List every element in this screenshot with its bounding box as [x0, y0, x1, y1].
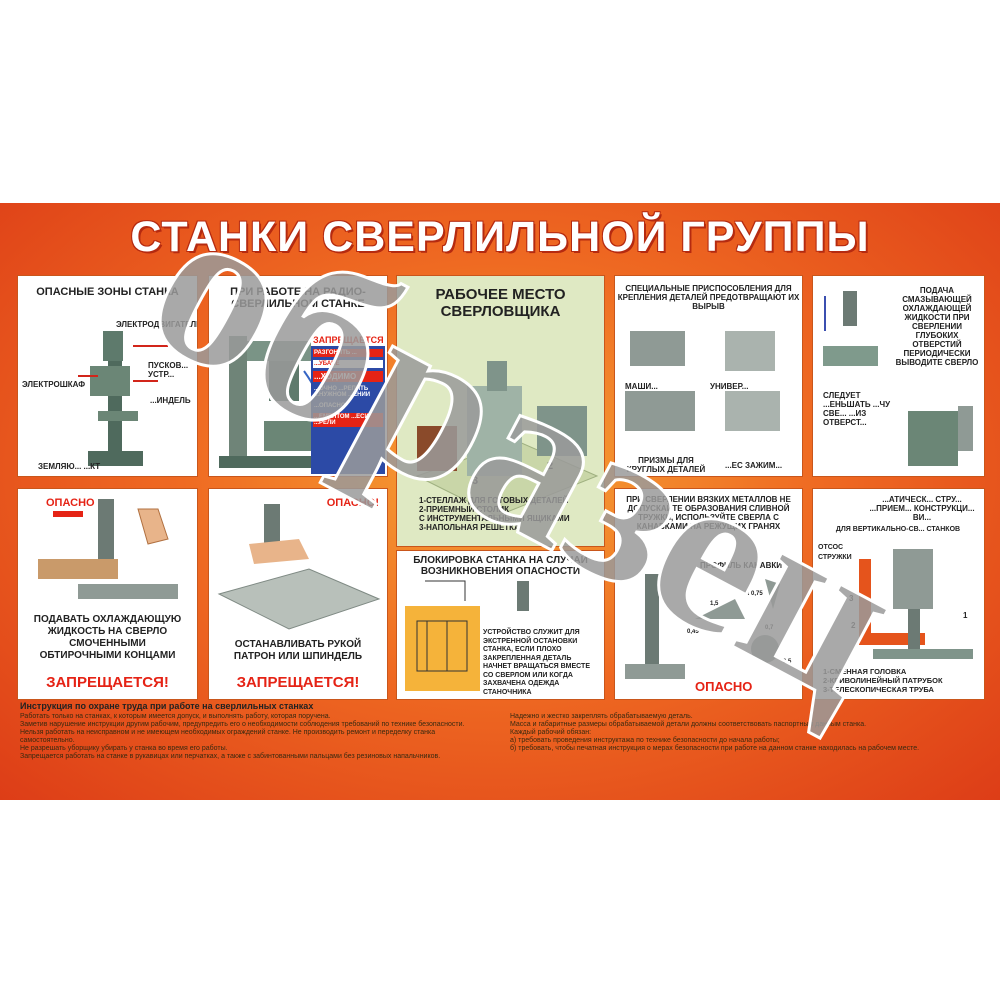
instruction-item: Заметив нарушение инструкции другим рабо… [20, 721, 465, 728]
instruction-item: б) требовать, чтобы печатная инструкция … [510, 745, 920, 752]
panel-title: СПЕЦИАЛЬНЫЕ ПРИСПОСОБЛЕНИЯ ДЛЯ КРЕПЛЕНИЯ… [617, 284, 800, 311]
workplace-legend: 1-СТЕЛЛАЖ ДЛЯ ГОТОВЫХ ДЕТАЛЕЙ 2-ПРИЕМНЫЙ… [419, 496, 570, 532]
panel-deep-holes: ПОДАЧА СМАЗЫВАЮЩЕЙ ОХЛАЖДАЮЩЕЙ ЖИДКОСТИ … [812, 275, 985, 477]
label: ...ЕС ЗАЖИМ... [725, 461, 783, 470]
legend-item: 1-СМЕННАЯ ГОЛОВКА [823, 667, 907, 676]
label: ПРИЗМЫ ДЛЯ КРУГЛЫХ ДЕТАЛЕЙ [626, 456, 706, 474]
instruction-item: Запрещается работать на станке в рукавиц… [20, 753, 441, 760]
danger-label: ОПАСНО! [326, 497, 379, 509]
deep-hole-illustration [823, 291, 973, 466]
drill-profile-illustration [625, 574, 780, 679]
panel-blocking: БЛОКИРОВКА СТАНКА НА СЛУЧАЙ ВОЗНИКНОВЕНИ… [396, 550, 605, 700]
dim-label: 1,5 [710, 601, 719, 607]
label: УНИВЕР... [710, 382, 749, 391]
tag: ...ОПАСНО [314, 403, 346, 409]
label-motor: ЭЛЕКТРОДВИГАТЕЛЬ [116, 320, 198, 329]
panel-chip-removal: ...АТИЧЕСК... СТРУ... ...ПРИЕМ... КОНСТР… [812, 488, 985, 700]
legend-item: 2-КРИВОЛИНЕЙНЫЙ ПАТРУБОК [823, 676, 943, 685]
panel-title: БЛОКИРОВКА СТАНКА НА СЛУЧАЙ ВОЗНИКНОВЕНИ… [413, 555, 588, 577]
viscous-text: ПРИ СВЕРЛЕНИИ ВЯЗКИХ МЕТАЛЛОВ НЕ ДОПУСКА… [626, 495, 791, 531]
panel-coolant: ОПАСНО ПОДАВАТЬ ОХЛАЖДАЮЩУЮ ЖИДКОСТЬ НА … [17, 488, 198, 700]
drill-press-illustration [78, 331, 168, 466]
otsos-label: ОТСОС СТРУЖКИ [818, 544, 852, 561]
number-label: 3 [849, 594, 854, 603]
instruction-item: Каждый рабочий обязан: [510, 729, 592, 736]
label: МАШИ... [625, 382, 658, 391]
panel-subtitle: ДЛЯ ВЕРТИКАЛЬНО-СВ... СТАНКОВ [835, 526, 961, 533]
panel-title: ОПАСНЫЕ ЗОНЫ СТАНКА [36, 286, 179, 298]
number-label: 2 [547, 460, 554, 472]
forbidden-box: ЗАПРЕЩАЕТСЯ РАЗГОНЯТЬ ... ...УБАВЕ ...ХО… [311, 334, 385, 474]
panel-workplace: РАБОЧЕЕ МЕСТО СВЕРЛОВЩИКА 3 2 1-СТЕЛЛАЖ … [396, 275, 605, 547]
blocking-text: УСТРОЙСТВО СЛУЖИТ ДЛЯ ЭКСТРЕННОЙ ОСТАНОВ… [483, 629, 590, 696]
panel-danger-zones: ОПАСНЫЕ ЗОНЫ СТАНКА ЭЛЕКТРОДВИГАТЕЛЬ ПУС… [17, 275, 198, 477]
dim-label: 0,45 [687, 629, 699, 635]
instruction-item: Надежно и жестко закреплять обрабатываем… [510, 713, 693, 720]
dim-label: R 0,75 [745, 591, 763, 597]
forbidden-label: ЗАПРЕЩАЕТСЯ! [46, 674, 169, 691]
label-spindle: ...ИНДЕЛЬ [150, 396, 191, 405]
number-label: 1 [963, 611, 968, 620]
stop-text: ОСТАНАВЛИВАТЬ РУКОЙ ПАТРОН ИЛИ ШПИНДЕЛЬ [233, 639, 363, 662]
poster-title: СТАНКИ СВЕРЛИЛЬНОЙ ГРУППЫ [130, 213, 870, 261]
chip-removal-illustration [859, 549, 973, 659]
legend-item: 3-ТЕЛЕСКОПИЧЕСКАЯ ТРУБА [823, 685, 934, 694]
tag: ...ОЧНО ...РЕПИТЬ ...НУЖНОМ ...ЕНИИ [314, 386, 371, 398]
forbidden-label: ЗАПРЕЩАЕТСЯ! [236, 674, 360, 691]
poster: СТАНКИ СВЕРЛИЛЬНОЙ ГРУППЫ ОПАСНЫЕ ЗОНЫ С… [0, 203, 1000, 800]
coolant-illustration [38, 499, 178, 599]
radial-drill-illustration [219, 336, 329, 468]
legend-item: 3-НАПОЛЬНАЯ РЕШЕТКА [419, 523, 520, 532]
circuit-illustration [405, 580, 529, 691]
legend-item: С ИНСТРУМЕНТАЛЬНЫМИ ЯЩИКАМИ [419, 514, 570, 523]
tag: ...УБАВЕ [313, 360, 383, 368]
deep-hole-text2: СЛЕДУЕТ ...ЕНЬШАТЬ ...ЧУ СВЕ... ...ИЗ ОТ… [823, 391, 891, 427]
instruction-item: Масса и габаритные размеры обрабатываемо… [510, 721, 867, 728]
panel-title: РАБОЧЕЕ МЕСТО СВЕРЛОВЩИКА [435, 286, 566, 320]
dim-label: 0,5 [783, 659, 792, 665]
instructions-right: Надежно и жестко закреплять обрабатываем… [510, 713, 980, 753]
panel-title: ПРИ РАБОТЕ НА РАДИО-СВЕРЛИЛЬНОМ СТАНКЕ [230, 286, 366, 310]
panel-fixtures: СПЕЦИАЛЬНЫЕ ПРИСПОСОБЛЕНИЯ ДЛЯ КРЕПЛЕНИЯ… [614, 275, 803, 477]
chips-legend: 1-СМЕННАЯ ГОЛОВКА 2-КРИВОЛИНЕЙНЫЙ ПАТРУБ… [823, 667, 943, 694]
coolant-text: ПОДАВАТЬ ОХЛАЖДАЮЩУЮ ЖИДКОСТЬ НА СВЕРЛО … [33, 614, 182, 661]
fixtures-illustration [625, 331, 780, 431]
legend-item: 1-СТЕЛЛАЖ ДЛЯ ГОТОВЫХ ДЕТАЛЕЙ [419, 496, 569, 505]
forbid-tag: ЗАПРЕЩАЕТСЯ [311, 334, 385, 346]
instruction-item: Не разрешать уборщику убирать у станка в… [20, 745, 228, 752]
number-label: 2 [851, 621, 856, 630]
panel-title: ...АТИЧЕСК... СТРУ... ...ПРИЕМ... КОНСТР… [869, 495, 975, 522]
panel-stop-spindle: ОПАСНО! ОСТАНАВЛИВАТЬ РУКОЙ ПАТРОН ИЛИ Ш… [208, 488, 388, 700]
legend-item: 2-ПРИЕМНЫЙ СТОЛИК [419, 505, 510, 514]
panel-viscous: ПРИ СВЕРЛЕНИИ ВЯЗКИХ МЕТАЛЛОВ НЕ ДОПУСКА… [614, 488, 803, 700]
instruction-item: а) требовать проведения инструктажа по т… [510, 737, 780, 744]
dim-label: 0,7 [765, 625, 774, 631]
number-label: 3 [472, 475, 479, 487]
tag: ...ЕМЕНТОМ ...ЕСИ ...РЕЛИ [313, 413, 383, 427]
profile-label: ПРОФИЛЬ КАНАВКИ [700, 561, 782, 570]
tag: ...ХОДИМО [313, 371, 383, 382]
instructions-heading: Инструкция по охране труда при работе на… [20, 701, 314, 711]
danger-label: ОПАСНО [695, 679, 753, 694]
workplace-illustration [415, 361, 599, 517]
spindle-illustration [217, 504, 381, 630]
instruction-item: Нельзя работать на неисправном и не имею… [20, 729, 436, 744]
label-start: ПУСКОВ... УСТР... [148, 361, 189, 379]
danger-label: ОПАСНО [46, 497, 95, 509]
tag: РАЗГОНЯТЬ ... [313, 349, 383, 357]
deep-hole-text: ПОДАЧА СМАЗЫВАЮЩЕЙ ОХЛАЖДАЮЩЕЙ ЖИДКОСТИ … [895, 286, 979, 367]
instructions-left: Работать только на станках, к которым им… [20, 713, 490, 761]
label-ground: ЗЕМЛЯЮ... ...КТ [38, 462, 101, 471]
panel-radial-drill: ПРИ РАБОТЕ НА РАДИО-СВЕРЛИЛЬНОМ СТАНКЕ З… [208, 275, 388, 477]
instruction-item: Работать только на станках, к которым им… [20, 713, 331, 720]
label-cabinet: ЭЛЕКТРОШКАФ [22, 380, 86, 389]
